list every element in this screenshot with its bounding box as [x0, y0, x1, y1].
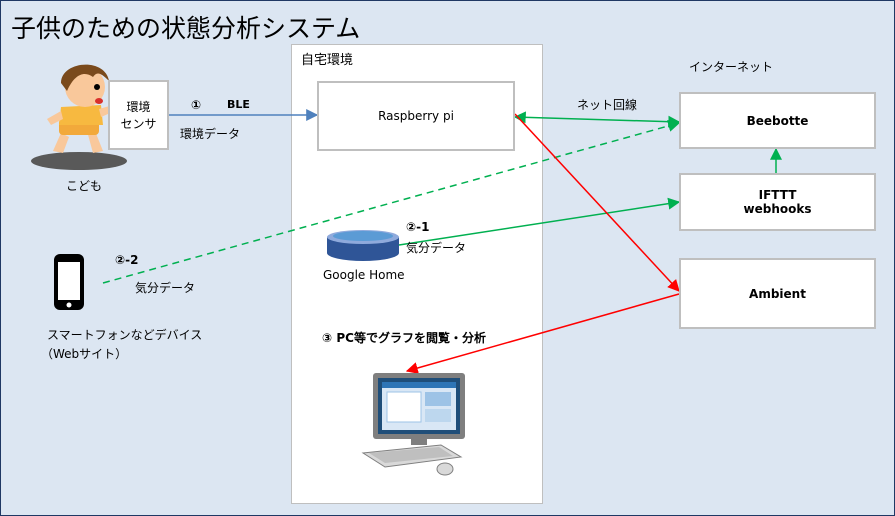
pc-icon — [361, 373, 465, 476]
google-data-label: 気分データ — [406, 241, 467, 255]
ifttt-line-2: webhooks — [743, 202, 812, 216]
google-home-icon — [327, 230, 399, 261]
beebotte-box: Beebotte — [679, 92, 876, 149]
ble-label: BLE — [227, 98, 250, 111]
home-environment-label: 自宅環境 — [301, 53, 354, 68]
ifttt-line-1: IFTTT — [758, 188, 797, 202]
smartphone-icon — [54, 254, 84, 310]
google-home-label: Google Home — [323, 268, 405, 282]
phone-data-label: 気分データ — [135, 281, 196, 295]
raspberry-to-ambient-arrow — [514, 113, 680, 292]
diagram-title: 子供のための状態分析システム — [11, 14, 361, 43]
google-to-ifttt-arrow — [398, 197, 681, 246]
child-icon — [31, 64, 127, 170]
ambient-box: Ambient — [679, 258, 876, 329]
google-number: ②-1 — [406, 220, 430, 234]
website-label: （Webサイト） — [41, 347, 128, 361]
smartphone-label: スマートフォンなどデバイス — [47, 328, 203, 342]
ambient-to-pc-arrow — [405, 293, 680, 374]
phone-number: ②-2 — [115, 253, 139, 267]
raspberry-pi-box: Raspberry pi — [317, 81, 515, 151]
pc-analysis-label: ③ PC等でグラフを閲覧・分析 — [322, 331, 486, 345]
phone-to-beebotte-arrow — [102, 120, 681, 284]
ble-number: ① — [191, 98, 202, 112]
environment-data-label: 環境データ — [180, 127, 241, 141]
sensor-line-1: 環境 — [126, 100, 151, 114]
sensor-line-2: センサ — [120, 117, 157, 131]
internet-label: インターネット — [689, 60, 774, 74]
net-line-arrow — [513, 111, 681, 128]
ifttt-box: IFTTT webhooks — [679, 173, 876, 231]
environment-sensor-box: 環境 センサ — [108, 80, 169, 150]
child-label: こども — [66, 179, 103, 193]
net-line-label: ネット回線 — [577, 98, 638, 112]
